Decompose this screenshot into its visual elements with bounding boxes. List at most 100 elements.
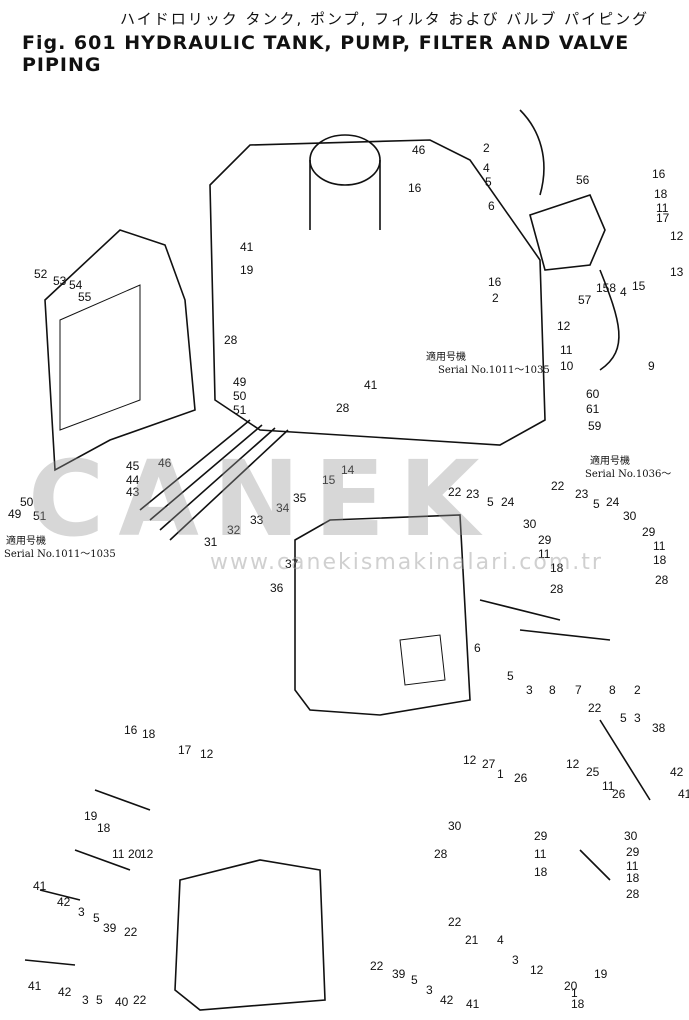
callout: 6: [488, 199, 495, 213]
callout: 12: [463, 753, 477, 767]
callout: 11: [626, 859, 639, 873]
callout: 8: [609, 683, 616, 697]
callout: 24: [606, 495, 620, 509]
callout: 10: [560, 359, 574, 373]
callout: 15: [632, 279, 646, 293]
callout: 11: [534, 847, 547, 861]
callout: 28: [336, 401, 350, 415]
callout: 16: [124, 723, 138, 737]
callout: 20: [564, 979, 578, 993]
callout: 32: [227, 523, 241, 537]
callout: 6: [474, 641, 481, 655]
callout: 18: [626, 871, 640, 885]
callout: 16: [652, 167, 666, 181]
callout: 5: [507, 669, 514, 683]
callout: 7: [575, 683, 582, 697]
callout: 17: [656, 211, 670, 225]
callout: 12: [670, 229, 684, 243]
callout: 30: [624, 829, 638, 843]
callout: 28: [626, 887, 640, 901]
callout: 25: [586, 765, 600, 779]
callout: 41: [364, 378, 378, 392]
callout: 2: [492, 291, 499, 305]
callout: 1: [497, 767, 504, 781]
callout: 16: [408, 181, 422, 195]
callout: 27: [482, 757, 496, 771]
callout: 3: [634, 711, 641, 725]
callout: 5: [487, 495, 494, 509]
callout: 19: [594, 967, 608, 981]
callout: 5: [620, 711, 627, 725]
callout: 41: [678, 787, 689, 801]
callout: 11: [560, 343, 573, 357]
callout: 24: [501, 495, 515, 509]
callout: 4: [497, 933, 504, 947]
callout: 13: [670, 265, 684, 279]
callout: 11: [602, 779, 615, 793]
callout: 50: [20, 495, 34, 509]
callout: 50: [233, 389, 247, 403]
callout: 18: [142, 727, 156, 741]
serial-note-c-jp: 適用号機: [6, 536, 46, 547]
callout: 53: [53, 274, 67, 288]
callout: 12: [200, 747, 214, 761]
serial-note-a: Serial No.1011～1035: [438, 365, 550, 376]
callout: 30: [623, 509, 637, 523]
diagram-title-english: Fig. 601 HYDRAULIC TANK, PUMP, FILTER AN…: [22, 32, 630, 76]
callout: 51: [233, 403, 247, 417]
callout: 41: [33, 879, 47, 893]
callout: 12: [557, 319, 571, 333]
callout: 5: [593, 497, 600, 511]
callout: 3: [512, 953, 519, 967]
callout: 35: [293, 491, 307, 505]
callout: 28: [434, 847, 448, 861]
callout: 42: [58, 985, 72, 999]
callout: 3: [526, 683, 533, 697]
callout: 41: [240, 240, 254, 254]
callout: 49: [233, 375, 247, 389]
callout: 23: [466, 487, 480, 501]
callout: 158: [596, 281, 616, 295]
watermark-url: www.canekismakinalari.com.tr: [210, 550, 603, 575]
callout: 41: [28, 979, 42, 993]
callout: 18: [653, 553, 667, 567]
callout: 39: [392, 967, 406, 981]
callout: 34: [276, 501, 290, 515]
callout: 40: [115, 995, 129, 1009]
callout: 11: [653, 539, 666, 553]
callout: 31: [204, 535, 218, 549]
callout: 29: [626, 845, 640, 859]
callout: 36: [270, 581, 284, 595]
callout: 43: [126, 485, 140, 499]
callout: 42: [440, 993, 454, 1007]
callout: 22: [133, 993, 147, 1007]
callout: 22: [370, 959, 384, 973]
callout: 59: [588, 419, 602, 433]
callout: 52: [34, 267, 48, 281]
callout: 45: [126, 459, 140, 473]
callout: 5: [93, 911, 100, 925]
callout: 61: [586, 402, 600, 416]
callout: 26: [514, 771, 528, 785]
callout: 21: [465, 933, 479, 947]
callout: 29: [642, 525, 656, 539]
callout: 18: [571, 997, 585, 1011]
callout: 18: [654, 187, 668, 201]
callout: 54: [69, 278, 83, 292]
callout: 22: [448, 485, 462, 499]
serial-note-b: Serial No.1036～: [585, 469, 672, 480]
callout: 12: [566, 757, 580, 771]
callout: 5: [96, 993, 103, 1007]
callout: 17: [178, 743, 192, 757]
callout: 46: [412, 143, 426, 157]
callout: 23: [575, 487, 589, 501]
callout: 60: [586, 387, 600, 401]
callout: 19: [84, 809, 98, 823]
callout: 12: [530, 963, 544, 977]
callout: 9: [648, 359, 655, 373]
callout: 28: [224, 333, 238, 347]
callout: 39: [103, 921, 117, 935]
callout: 18: [534, 865, 548, 879]
callout: 38: [652, 721, 666, 735]
callout: 30: [523, 517, 537, 531]
